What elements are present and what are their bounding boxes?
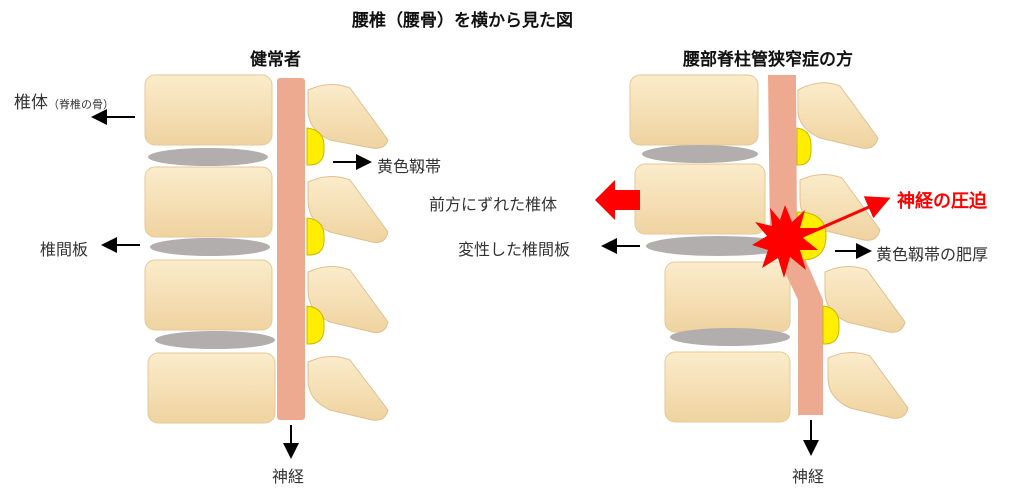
slipped-vertebra bbox=[634, 163, 766, 235]
vertebra bbox=[629, 74, 759, 146]
label-degenerated-disc: 変性した椎間板 bbox=[458, 240, 571, 259]
disc bbox=[670, 328, 790, 346]
vertebral-body-note: （脊椎の骨） bbox=[48, 98, 114, 111]
healthy-heading: 健常者 bbox=[250, 50, 301, 70]
spinal-cord bbox=[277, 78, 305, 420]
degenerated-disc bbox=[646, 236, 790, 256]
diagram-title: 腰椎（腰骨）を横から見た図 bbox=[352, 11, 573, 31]
vertebra bbox=[144, 166, 273, 238]
vertebra bbox=[664, 261, 791, 333]
vertebra bbox=[144, 74, 273, 146]
vertebra bbox=[147, 352, 276, 424]
disc bbox=[155, 331, 275, 349]
stenosis-spine bbox=[595, 74, 909, 456]
label-ligament-thickening: 黄色靱帯の肥厚 bbox=[876, 245, 989, 264]
stenosis-heading: 腰部脊柱管狭窄症の方 bbox=[683, 50, 853, 70]
disc bbox=[148, 148, 268, 166]
vertebra bbox=[664, 351, 791, 423]
label-ligament: 黄色靱帯 bbox=[377, 157, 442, 176]
label-nerve-left: 神経 bbox=[272, 467, 305, 486]
compression-burst-icon bbox=[752, 205, 818, 278]
vertebral-body-text: 椎体 bbox=[14, 93, 48, 113]
ligament bbox=[306, 217, 325, 256]
label-vertebral-body: 椎体（脊椎の骨） bbox=[14, 88, 114, 113]
label-nerve-right: 神経 bbox=[792, 467, 825, 486]
forward-shift-arrow-icon bbox=[595, 180, 640, 220]
label-nerve-compression: 神経の圧迫 bbox=[897, 191, 987, 212]
ligament bbox=[306, 305, 325, 345]
vertebra bbox=[144, 259, 273, 331]
label-disc: 椎間板 bbox=[40, 240, 89, 259]
ligament bbox=[306, 127, 325, 166]
healthy-spine bbox=[91, 74, 389, 459]
disc bbox=[150, 238, 270, 256]
ligament bbox=[796, 127, 812, 166]
disc bbox=[642, 145, 758, 163]
label-slipped-vertebra: 前方にずれた椎体 bbox=[429, 195, 558, 214]
ligament bbox=[822, 305, 840, 345]
